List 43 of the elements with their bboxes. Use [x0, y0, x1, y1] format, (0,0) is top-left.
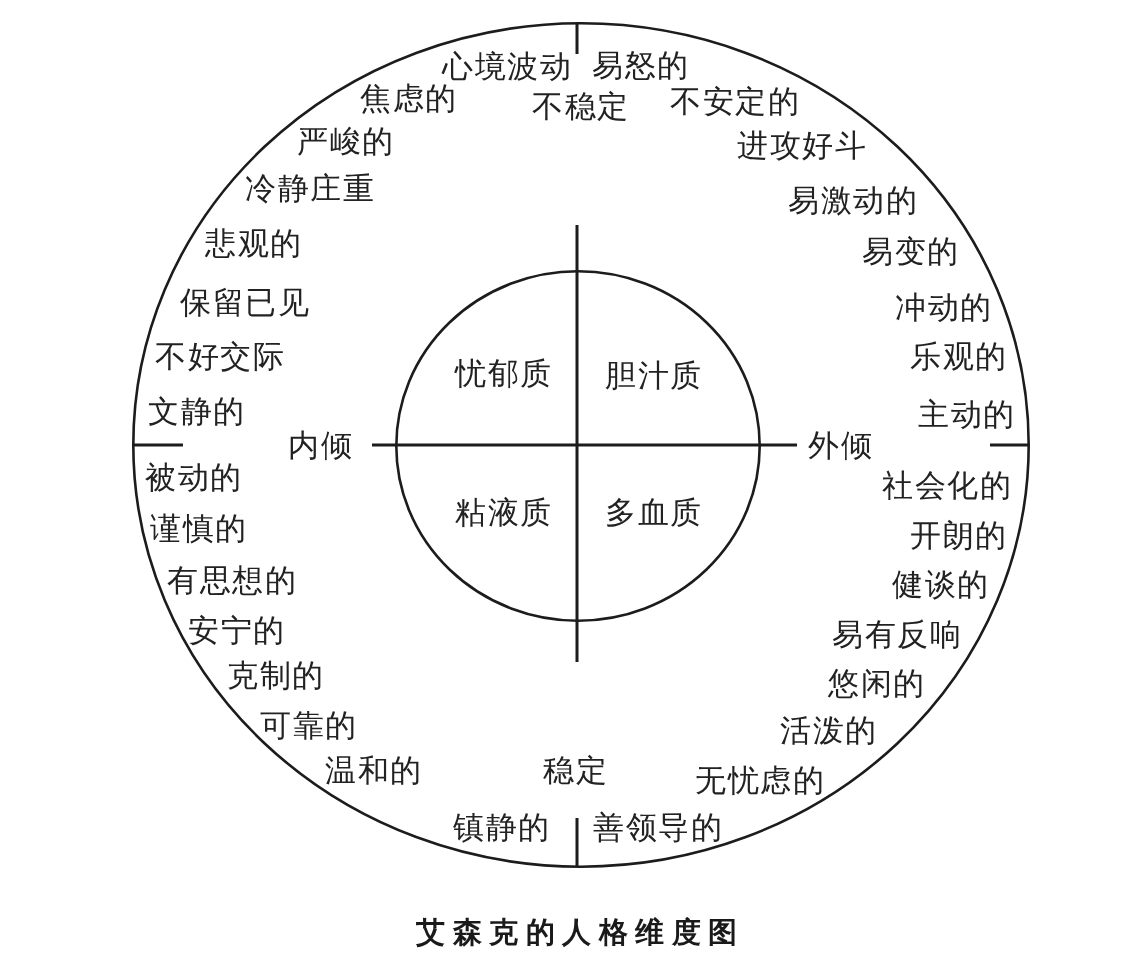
- trait-label: 有思想的: [167, 564, 297, 596]
- axis-label: 不稳定: [532, 90, 630, 122]
- trait-label: 温和的: [325, 754, 423, 786]
- trait-label: 开朗的: [910, 519, 1008, 551]
- temperament-label: 胆汁质: [605, 359, 703, 391]
- trait-label: 冲动的: [895, 291, 993, 323]
- trait-label: 镇静的: [453, 811, 551, 843]
- trait-label: 心境波动: [442, 50, 572, 82]
- trait-label: 文静的: [148, 395, 246, 427]
- outer-circle: [132, 22, 1030, 868]
- trait-label: 保留已见: [180, 286, 310, 318]
- trait-label: 易激动的: [788, 184, 918, 216]
- trait-label: 悲观的: [205, 227, 303, 259]
- trait-label: 善领导的: [593, 811, 723, 843]
- temperament-label: 粘液质: [455, 496, 553, 528]
- trait-label: 易怒的: [592, 49, 690, 81]
- trait-label: 悠闲的: [828, 667, 926, 699]
- trait-label: 克制的: [227, 659, 325, 691]
- axis-label: 内倾: [288, 429, 353, 461]
- trait-label: 进攻好斗: [737, 129, 867, 161]
- trait-label: 易变的: [862, 235, 960, 267]
- trait-label: 冷静庄重: [245, 172, 375, 204]
- trait-label: 焦虑的: [360, 82, 458, 114]
- trait-label: 乐观的: [910, 340, 1008, 372]
- trait-label: 易有反响: [832, 618, 962, 650]
- trait-label: 健谈的: [892, 568, 990, 600]
- temperament-label: 忧郁质: [455, 357, 553, 389]
- temperament-label: 多血质: [605, 496, 703, 528]
- inner-circle: [395, 270, 761, 622]
- axis-label: 外倾: [808, 429, 873, 461]
- axis-label: 稳定: [543, 754, 608, 786]
- trait-label: 社会化的: [882, 469, 1012, 501]
- trait-label: 被动的: [145, 461, 243, 493]
- trait-label: 安宁的: [188, 614, 286, 646]
- trait-label: 活泼的: [780, 714, 878, 746]
- trait-label: 不安定的: [670, 85, 800, 117]
- trait-label: 严峻的: [297, 125, 395, 157]
- trait-label: 无忧虑的: [695, 764, 825, 796]
- figure-caption: 艾森克的人格维度图: [416, 918, 745, 947]
- trait-label: 可靠的: [260, 709, 358, 741]
- trait-label: 谨慎的: [150, 512, 248, 544]
- trait-label: 不好交际: [155, 340, 285, 372]
- trait-label: 主动的: [918, 398, 1016, 430]
